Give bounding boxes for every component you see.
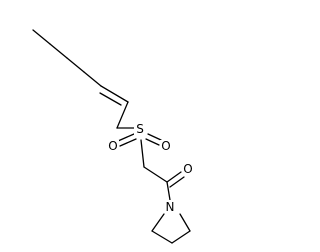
nitrogen-label: N [166, 200, 175, 214]
bond-s-ch2 [140, 139, 145, 168]
bond-n-ca [151, 213, 165, 232]
bond-c-o-second [169, 176, 185, 188]
bond-s-o-right-second [145, 138, 160, 146]
bond-ca-cb [151, 230, 173, 244]
sulfonyl-group [116, 127, 162, 168]
bond-c-o [166, 171, 182, 183]
bond-cb-cc [171, 230, 191, 244]
bond-c4-c5 [83, 71, 102, 87]
bond-c6-c7 [100, 85, 129, 103]
bond-c3-c4 [66, 57, 85, 73]
sulfur-label: S [136, 122, 144, 136]
bond-s-o-left [117, 133, 135, 142]
pyrrolidine-ring [151, 213, 191, 244]
bond-s-o-right [147, 133, 162, 141]
bond-c6-c7-second [99, 92, 122, 106]
oxygen-right-label: O [161, 139, 170, 153]
atom-labels: S O O O N [107, 122, 194, 214]
bond-cc-cd [179, 213, 191, 232]
chemical-structure: S O O O N [32, 29, 194, 244]
bond-c1-c2 [32, 29, 51, 45]
amide-group [143, 166, 185, 201]
oxygen-left-label: O [108, 139, 117, 153]
bond-c2-c3 [49, 43, 68, 59]
bond-s-o-left-second [119, 138, 137, 147]
bond-c7-c8 [116, 101, 129, 129]
bond-ch2-c [143, 166, 168, 183]
bond-c-n [166, 181, 171, 201]
oxygen-carbonyl-label: O [183, 162, 192, 176]
octenyl-chain [32, 29, 129, 129]
